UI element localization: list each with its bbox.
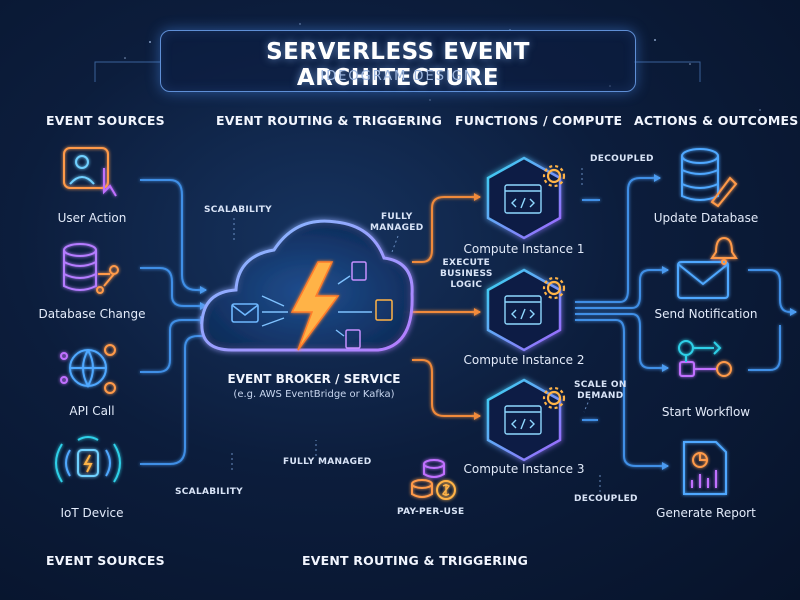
compute-label-1: Compute Instance 1 [463,242,585,256]
compute-label-2: Compute Instance 2 [463,353,585,367]
title-box: SERVERLESS EVENT ARCHITECTURE IDEOGRAM D… [160,30,636,92]
broker-subtitle: (e.g. AWS EventBridge or Kafka) [233,389,395,400]
column-header-actions: ACTIONS & OUTCOMES [634,113,799,128]
coins-icon [411,459,456,500]
outcome-label-send-notification: Send Notification [654,307,758,321]
note-scalability-bottom: SCALABILITY [175,487,244,497]
note-fully-managed-bottom: FULLY MANAGED [283,457,372,467]
user-click-icon [63,147,117,197]
page-title: SERVERLESS EVENT ARCHITECTURE [266,39,530,91]
broker-title: EVENT BROKER / SERVICE [227,372,401,386]
source-label-database-change: Database Change [38,307,146,321]
compute-hexagons [486,156,566,462]
source-label-user-action: User Action [57,211,127,225]
compute-to-outcome-arrows [575,174,797,470]
code-window-icon [504,184,542,435]
page-subtitle: IDEOGRAM DESIGN [320,69,476,84]
note-decoupled-bottom: DECOUPLED [574,494,638,504]
source-label-iot-device: IoT Device [60,506,124,520]
note-scalability-top: SCALABILITY [204,205,273,215]
outcome-label-generate-report: Generate Report [656,506,756,520]
column-header-functions: FUNCTIONS / COMPUTE [455,113,623,128]
report-icon [683,441,727,495]
outcome-label-start-workflow: Start Workflow [661,405,751,419]
note-execute-logic: EXECUTE BUSINESS LOGIC [440,258,493,290]
title-frame-lines [94,61,701,82]
database-edit-icon [681,148,738,208]
api-globe-icon [60,344,116,394]
source-to-broker-arrows [140,179,211,465]
footer-event-sources: EVENT SOURCES [46,553,165,568]
workflow-icon [678,340,732,377]
source-label-api-call: API Call [69,404,115,418]
annotation-leaders [231,168,601,492]
note-fully-managed-top: FULLY MANAGED [370,212,424,233]
gear-icon [542,164,566,410]
outcome-label-update-database: Update Database [653,211,759,225]
note-decoupled-top: DECOUPLED [590,154,654,164]
compute-hex-1 [486,156,562,240]
broker-to-compute-arrows [404,193,481,420]
column-header-event-sources: EVENT SOURCES [46,113,165,128]
column-header-routing: EVENT ROUTING & TRIGGERING [216,113,443,128]
note-scale-on-demand: SCALE ON DEMAND [574,380,627,401]
lightning-cloud-icon [231,261,393,351]
compute-label-3: Compute Instance 3 [463,462,585,476]
footer-routing: EVENT ROUTING & TRIGGERING [302,553,529,568]
note-pay-per-use: PAY-PER-USE [397,507,465,517]
envelope-bell-icon [677,236,738,299]
iot-device-icon [55,436,121,483]
database-change-icon [63,243,119,294]
